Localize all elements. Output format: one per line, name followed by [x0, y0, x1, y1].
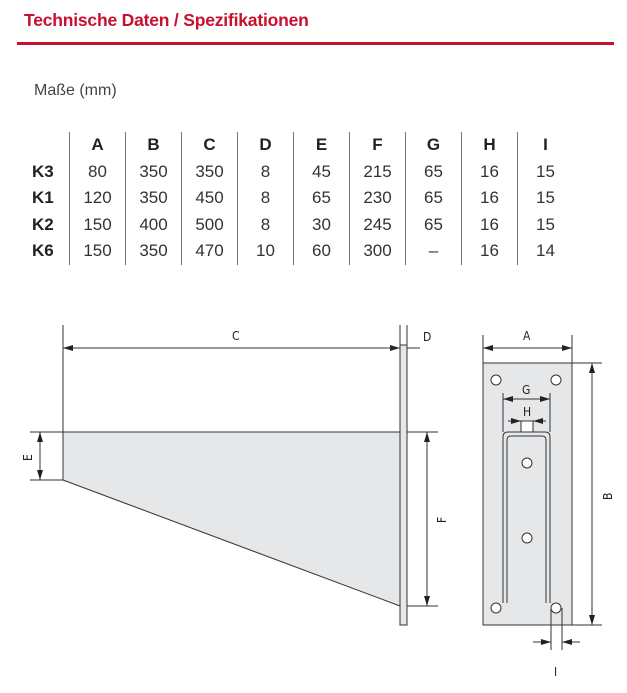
table-cell: 65 [405, 185, 462, 212]
table-cell: 30 [293, 211, 350, 238]
table-cell: 16 [461, 238, 518, 265]
table-cell: 65 [293, 185, 350, 212]
table-cell: 350 [181, 158, 238, 185]
column-header: C [181, 132, 238, 159]
title-divider [17, 42, 614, 45]
table-cell: 65 [405, 211, 462, 238]
label-a: A [523, 329, 531, 343]
table-cell: 8 [237, 158, 294, 185]
table-cell: 350 [125, 238, 182, 265]
table-cell: 500 [181, 211, 238, 238]
model-label: K1 [32, 188, 54, 208]
table-cell: 230 [349, 185, 406, 212]
table-cell: 400 [125, 211, 182, 238]
label-h: H [523, 405, 531, 419]
column-header: H [461, 132, 518, 159]
table-cell: 350 [125, 185, 182, 212]
table-cell: 10 [237, 238, 294, 265]
label-c: C [232, 329, 240, 343]
table-cell: 65 [405, 158, 462, 185]
table-cell: – [405, 238, 462, 265]
label-g: G [522, 383, 530, 397]
table-cell: 150 [69, 211, 126, 238]
wall-plate-side [399, 344, 408, 626]
label-d: D [423, 330, 431, 344]
table-cell: 14 [517, 238, 573, 265]
model-label: K6 [32, 241, 54, 261]
label-e: E [21, 454, 35, 461]
table-cell: 15 [517, 211, 573, 238]
table-cell: 350 [125, 158, 182, 185]
table-cell: 45 [293, 158, 350, 185]
label-i: I [554, 665, 557, 679]
table-cell: 16 [461, 185, 518, 212]
table-cell: 300 [349, 238, 406, 265]
table-cell: 215 [349, 158, 406, 185]
table-cell: 8 [237, 185, 294, 212]
dimensions-label: Maße (mm) [34, 82, 117, 99]
bracket-arm [62, 431, 401, 607]
table-cell: 150 [69, 238, 126, 265]
table-cell: 80 [69, 158, 126, 185]
column-header: G [405, 132, 462, 159]
model-label: K3 [32, 161, 54, 181]
label-b: B [601, 493, 615, 500]
column-header: D [237, 132, 294, 159]
column-header: I [517, 132, 573, 159]
column-header: F [349, 132, 406, 159]
label-f: F [435, 517, 449, 523]
table-cell: 16 [461, 211, 518, 238]
table-cell: 16 [461, 158, 518, 185]
table-cell: 120 [69, 185, 126, 212]
table-cell: 60 [293, 238, 350, 265]
table-cell: 15 [517, 185, 573, 212]
table-cell: 450 [181, 185, 238, 212]
table-cell: 8 [237, 211, 294, 238]
section-title: Technische Daten / Spezifikationen [24, 10, 309, 30]
table-cell: 15 [517, 158, 573, 185]
column-header: A [69, 132, 126, 159]
column-header: B [125, 132, 182, 159]
column-header: E [293, 132, 350, 159]
table-cell: 245 [349, 211, 406, 238]
wall-plate-front [482, 362, 573, 626]
model-label: K2 [32, 214, 54, 234]
table-cell: 470 [181, 238, 238, 265]
